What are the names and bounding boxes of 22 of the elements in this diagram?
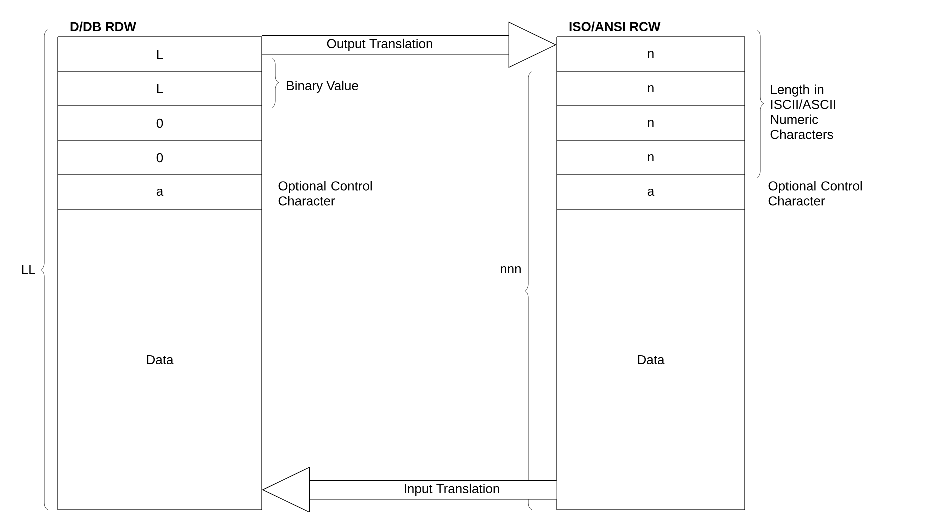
field-box: L bbox=[58, 72, 262, 106]
field-box: n bbox=[556, 106, 746, 142]
field-box: n bbox=[556, 72, 746, 106]
field-box: 0 bbox=[58, 140, 262, 176]
beside-text: Optional Control Character bbox=[768, 181, 862, 206]
annotation-text: LL bbox=[22, 266, 36, 274]
edge-label: Output Translation bbox=[326, 38, 434, 52]
field-box: n bbox=[556, 140, 746, 176]
field-box: Data bbox=[556, 210, 746, 510]
node-label: D/DB RDW bbox=[70, 22, 136, 32]
annotation-text: Binary Value bbox=[287, 80, 358, 94]
edge-label: Input Translation bbox=[402, 482, 502, 498]
node-label: ISO/ANSI RCW bbox=[570, 22, 661, 32]
beside-text: Optional Control Character bbox=[278, 181, 372, 206]
annotation-text: nnn bbox=[500, 266, 521, 274]
annotation-text: Length in ISCII/ASCII Numeric Characters bbox=[770, 84, 836, 140]
field-box: n bbox=[556, 36, 746, 72]
field-box: 0 bbox=[58, 106, 262, 142]
field-box: Data bbox=[58, 210, 262, 510]
field-box: a bbox=[58, 174, 262, 210]
field-box: L bbox=[58, 36, 262, 72]
field-box: a bbox=[556, 174, 746, 210]
